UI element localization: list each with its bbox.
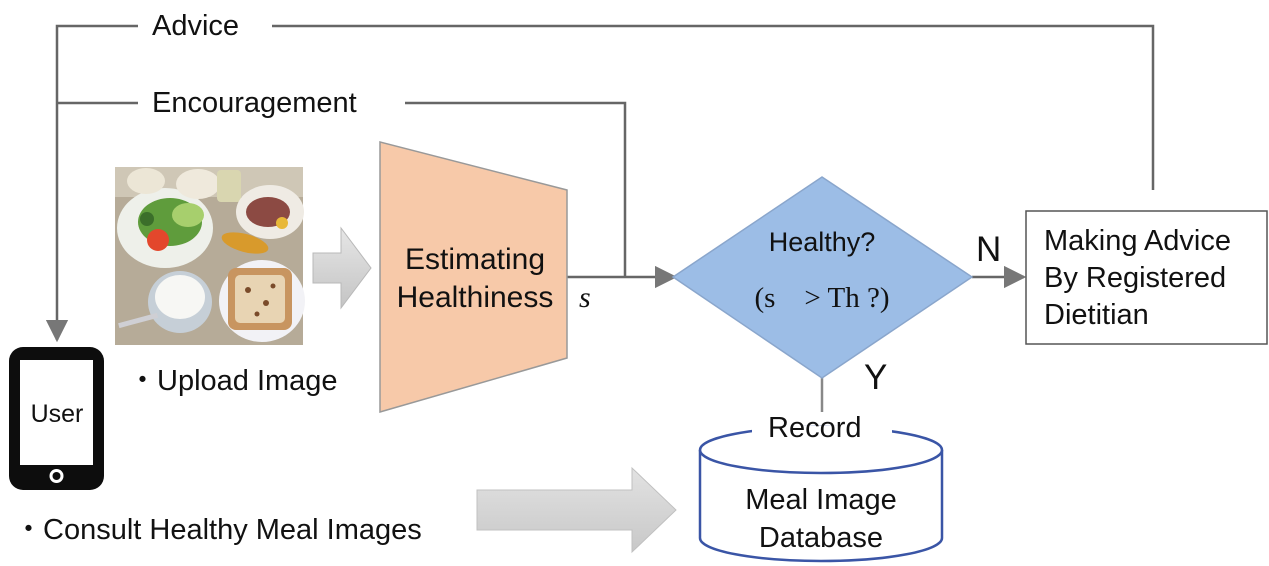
dietitian-line1: Making Advice: [1044, 225, 1231, 257]
meal-photo: [115, 167, 305, 345]
advice-line-left: [45, 24, 138, 343]
advice-label: Advice: [152, 10, 240, 42]
database-line2: Database: [758, 522, 884, 554]
consult-label: ・Consult Healthy Meal Images: [14, 514, 422, 546]
record-label: Record: [768, 412, 862, 444]
no-label: N: [976, 230, 1002, 269]
upload-arrow: [312, 226, 372, 310]
dietitian-line3: Dietitian: [1044, 299, 1149, 331]
dietitian-line2: By Registered: [1044, 262, 1227, 294]
encouragement-label: Encouragement: [152, 87, 357, 119]
database-cylinder: [698, 425, 944, 563]
user-label: User: [30, 400, 84, 428]
yes-label: Y: [864, 358, 888, 397]
advice-line: [272, 24, 1155, 190]
estimator-output-symbol: s: [579, 281, 591, 314]
consult-arrow: [476, 466, 677, 554]
estimator-label-line1: Estimating: [404, 243, 546, 276]
decision-question: Healthy?: [768, 227, 876, 257]
encouragement-line: [405, 101, 627, 277]
dietitian-box: [1025, 210, 1268, 345]
upload-label: ・Upload Image: [128, 365, 338, 397]
smartphone-icon: [9, 347, 104, 490]
decision-condition: (s > Th ?): [754, 282, 890, 314]
database-line1: Meal Image: [745, 484, 897, 516]
estimator-block: [379, 141, 568, 413]
estimator-label-line2: Healthiness: [396, 281, 554, 314]
decision-diamond: [671, 176, 974, 379]
